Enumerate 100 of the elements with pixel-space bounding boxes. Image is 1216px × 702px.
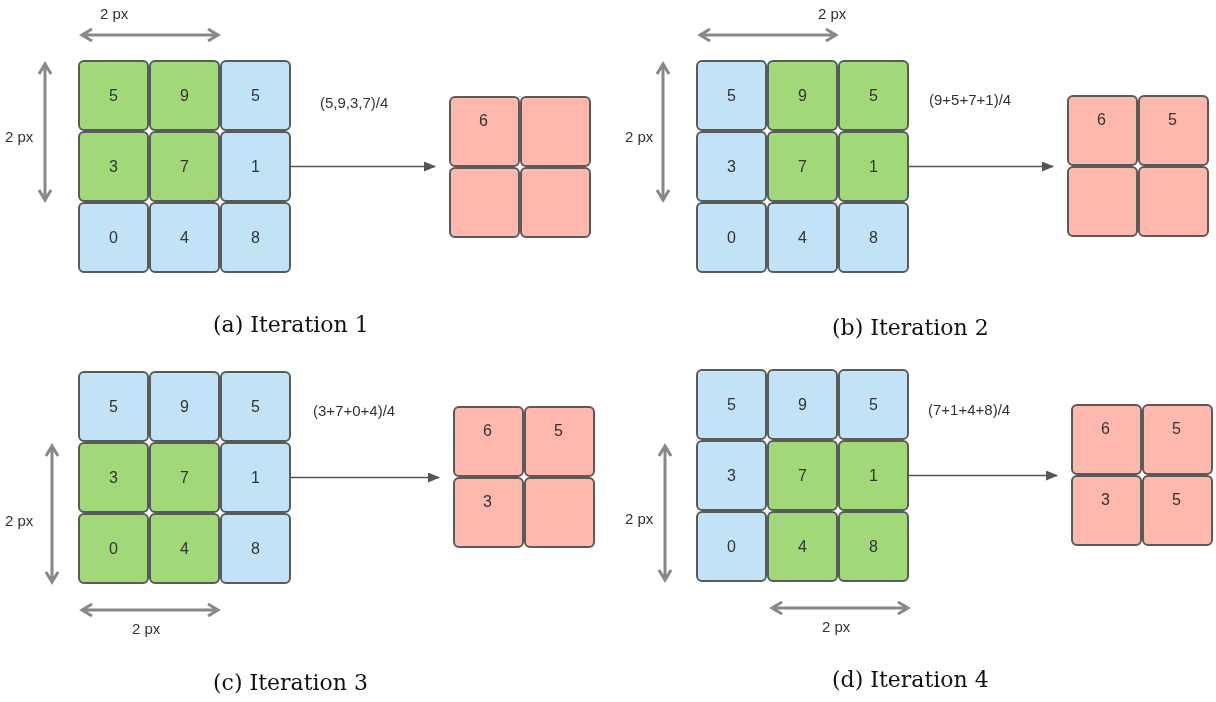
grid-cell [220, 371, 291, 442]
dimension-label: 2 px [100, 5, 129, 22]
output-cell [520, 96, 591, 167]
grid-cell [149, 60, 220, 131]
grid-cell [696, 369, 767, 440]
cell-value: 5 [1172, 491, 1181, 509]
dimension-label: 2 px [822, 618, 851, 635]
output-cell [1071, 475, 1142, 546]
cell-value: 5 [727, 395, 736, 414]
output-cell [1067, 166, 1138, 237]
grid-cell [220, 60, 291, 131]
caption: (b) Iteration 2 [832, 315, 989, 340]
cell-value: 5 [727, 86, 736, 105]
grid-cell [78, 371, 149, 442]
cell-value: 6 [1097, 111, 1106, 129]
cell-value: 9 [180, 397, 189, 416]
output-cell [524, 406, 595, 477]
grid-cell [838, 202, 909, 273]
output-cell [1071, 404, 1142, 475]
grid-cell [696, 131, 767, 202]
grid-cell [767, 440, 838, 511]
cell-value: 6 [483, 422, 492, 440]
caption: (d) Iteration 4 [832, 667, 989, 692]
arrow [290, 472, 440, 483]
grid-cell [696, 440, 767, 511]
grid-cell [767, 369, 838, 440]
cell-value: 5 [251, 86, 260, 105]
cell-value: 5 [554, 422, 563, 440]
cell-value: 1 [869, 466, 878, 485]
cell-value: 5 [1172, 420, 1181, 438]
arrow [290, 161, 436, 172]
cell-value: 5 [1168, 111, 1177, 129]
cell-value: 4 [798, 537, 807, 556]
output-cell [453, 406, 524, 477]
cell-value: 7 [798, 157, 807, 176]
grid-cell [767, 202, 838, 273]
dimension-label: 2 px [132, 620, 161, 637]
caption: (a) Iteration 1 [213, 312, 369, 337]
grid-cell [149, 442, 220, 513]
cell-value: 5 [109, 397, 118, 416]
cell-value: 8 [869, 537, 878, 556]
edge-label: (3+7+0+4)/4 [311, 402, 398, 419]
grid-cell [149, 202, 220, 273]
grid-cell [838, 60, 909, 131]
caption: (c) Iteration 3 [213, 670, 368, 695]
cell-value: 1 [869, 157, 878, 176]
dimension-label: 2 px [625, 128, 654, 145]
cell-value: 0 [109, 228, 118, 247]
edge-label: (9+5+7+1)/4 [927, 91, 1014, 108]
edge-label: (7+1+4+8)/4 [926, 401, 1013, 418]
output-cell [524, 477, 595, 548]
cell-value: 4 [180, 539, 189, 558]
grid-cell [78, 202, 149, 273]
output-cell [1142, 475, 1213, 546]
cell-value: 5 [109, 86, 118, 105]
grid-cell [220, 442, 291, 513]
cell-value: 0 [727, 228, 736, 247]
grid-cell [78, 131, 149, 202]
grid-cell [838, 440, 909, 511]
dimension-label: 2 px [818, 5, 847, 22]
cell-value: 9 [180, 86, 189, 105]
cell-value: 8 [869, 228, 878, 247]
grid-cell [220, 202, 291, 273]
cell-value: 6 [1101, 420, 1110, 438]
dimension-label: 2 px [5, 128, 34, 145]
grid-cell [767, 60, 838, 131]
cell-value: 3 [727, 157, 736, 176]
grid-cell [838, 369, 909, 440]
grid-cell [149, 513, 220, 584]
grid-cell [838, 511, 909, 582]
dimension-label: 2 px [625, 510, 654, 527]
grid-cell [149, 131, 220, 202]
grid-cell [696, 60, 767, 131]
output-cell [453, 477, 524, 548]
grid-cell [696, 511, 767, 582]
output-cell [1067, 95, 1138, 166]
cell-value: 5 [869, 86, 878, 105]
edge-label: (5,9,3,7)/4 [318, 94, 391, 111]
grid-cell [220, 513, 291, 584]
cell-value: 5 [869, 395, 878, 414]
grid-cell [78, 60, 149, 131]
dimension-label: 2 px [5, 512, 34, 529]
cell-value: 6 [479, 112, 488, 130]
cell-value: 7 [180, 157, 189, 176]
grid-cell [838, 131, 909, 202]
cell-value: 4 [798, 228, 807, 247]
cell-value: 1 [251, 157, 260, 176]
cell-value: 7 [798, 466, 807, 485]
output-cell [520, 167, 591, 238]
grid-cell [78, 513, 149, 584]
output-cell [1138, 95, 1209, 166]
cell-value: 3 [483, 493, 492, 511]
output-cell [449, 96, 520, 167]
output-cell [1142, 404, 1213, 475]
cell-value: 0 [109, 539, 118, 558]
output-cell [449, 167, 520, 238]
grid-cell [696, 202, 767, 273]
cell-value: 5 [251, 397, 260, 416]
grid-cell [767, 131, 838, 202]
cell-value: 1 [251, 468, 260, 487]
